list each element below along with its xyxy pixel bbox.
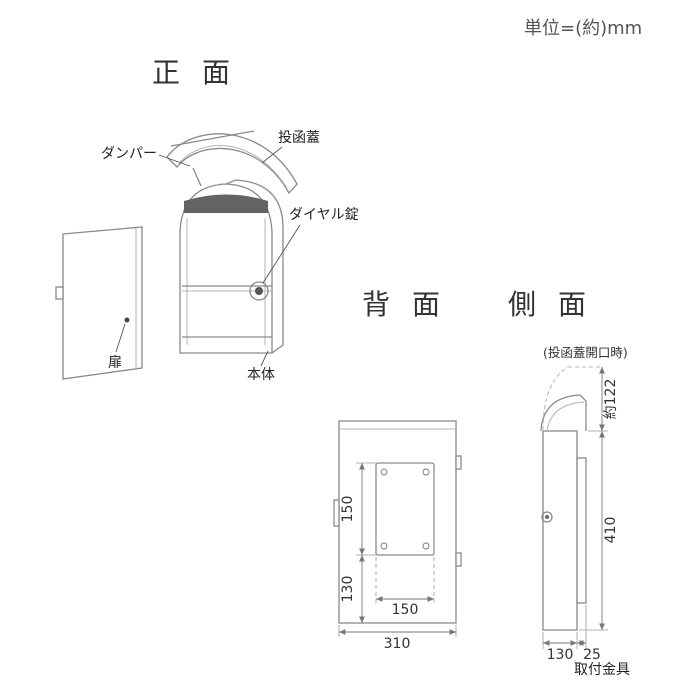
front-door <box>55 226 143 380</box>
dim-lower-height: 130 <box>340 576 356 603</box>
back-view: 背面 150 130 150 3 <box>333 288 462 652</box>
lid-top-edge <box>170 130 255 147</box>
mounting-bracket <box>576 457 587 604</box>
side-view: 側面 (投函蓋開口時) 約122 410 <box>508 288 630 678</box>
lid-label: 投函蓋 <box>278 130 320 146</box>
dial-lock <box>249 281 269 301</box>
closed-lid-inner <box>546 401 585 432</box>
unit-note: 単位=(約)mm <box>524 18 642 39</box>
body-leader <box>260 350 269 367</box>
screw-hole-1 <box>380 468 388 476</box>
back-view-title: 背面 <box>362 288 462 321</box>
door-panel <box>62 226 143 380</box>
hinge-tab-top <box>455 455 462 470</box>
damper-strut <box>192 167 202 187</box>
screw-hole-2 <box>422 468 430 476</box>
lid-open-note: (投函蓋開口時) <box>543 345 628 360</box>
damper-label: ダンパー <box>101 146 157 162</box>
dim-plate-height: 150 <box>340 496 356 523</box>
lid-inner-curve <box>179 145 288 189</box>
dim-total-width: 310 <box>384 636 411 652</box>
dim-bracket-depth: 25 <box>583 647 601 663</box>
side-dimensions: 約122 410 130 25 取付金具 <box>542 367 630 678</box>
side-view-title: 側面 <box>508 288 608 321</box>
door-leader <box>115 323 126 353</box>
dial-label: ダイヤル錠 <box>289 207 359 223</box>
dim-open-height: 約122 <box>603 379 619 420</box>
dim-body-height: 410 <box>603 517 619 544</box>
bracket-label: 取付金具 <box>574 662 630 678</box>
dial-lock-side <box>541 511 553 523</box>
dial-leader <box>262 224 301 284</box>
door-latch <box>55 286 64 300</box>
screw-hole-4 <box>422 542 430 550</box>
dim-plate-width: 150 <box>392 602 419 618</box>
dial-lock-side-knob <box>545 515 549 519</box>
door-hole <box>124 317 130 323</box>
hinge-tab-bottom <box>455 552 462 567</box>
mounting-plate <box>375 462 435 556</box>
side-body <box>540 366 602 631</box>
lid-leader <box>261 146 283 164</box>
side-panel <box>542 430 578 631</box>
body-label: 本体 <box>247 367 275 383</box>
front-callouts: ダンパー 投函蓋 ダイヤル錠 扉 本体 <box>101 130 359 383</box>
front-view: 正面 ダンパー <box>55 56 359 383</box>
back-dimensions: 150 130 150 310 <box>338 462 457 652</box>
damper-leader <box>158 154 191 167</box>
dial-lock-knob <box>255 287 263 295</box>
body-front-face <box>179 183 273 354</box>
closed-lid-outer <box>540 394 587 432</box>
mail-slot <box>184 194 268 213</box>
lock-bump <box>333 499 340 527</box>
lid-panel <box>166 133 298 195</box>
dim-depth: 130 <box>547 647 574 663</box>
screw-hole-3 <box>380 542 388 550</box>
door-label: 扉 <box>108 355 122 371</box>
front-lid <box>166 130 298 195</box>
open-lid-dashed-arc <box>542 366 569 431</box>
front-body <box>179 179 284 354</box>
back-body <box>333 420 462 624</box>
front-view-title: 正面 <box>152 56 252 89</box>
